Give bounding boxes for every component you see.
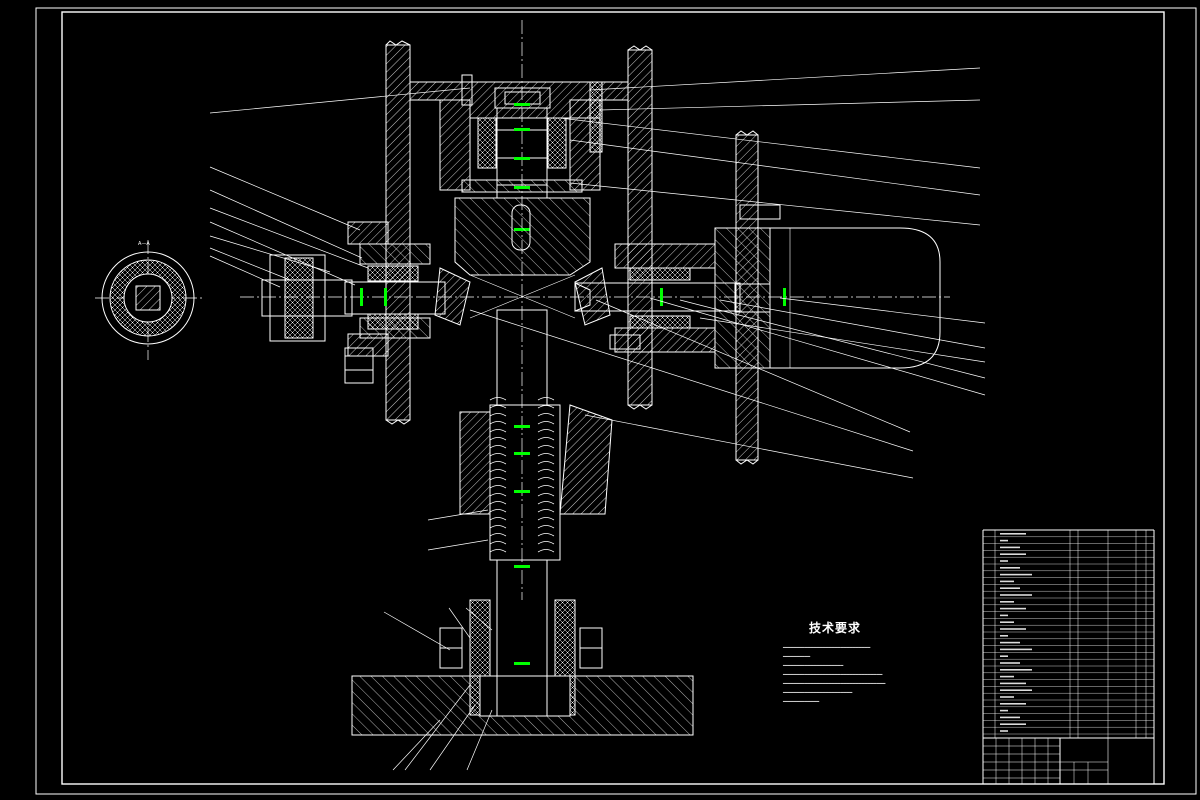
lower-column — [459, 309, 613, 561]
spring-coil — [489, 413, 555, 417]
spring-coil — [489, 461, 555, 465]
spring-coil — [489, 453, 555, 457]
spring-coil — [489, 445, 555, 449]
bom-entry-mark — [1000, 703, 1026, 705]
spring-coil — [489, 501, 555, 505]
spring-coil — [489, 397, 555, 401]
right-frame-plate — [627, 45, 653, 410]
bom-entry-mark — [1000, 662, 1020, 664]
spring-coil — [489, 429, 555, 433]
spring-coil — [489, 469, 555, 473]
bom-entry-mark — [1000, 594, 1032, 596]
bom-entry-mark — [1000, 621, 1014, 623]
spring-coil — [489, 437, 555, 441]
bom-entry-mark — [1000, 587, 1020, 589]
bom-entry-mark — [1000, 573, 1032, 576]
bom-entry-mark — [1000, 716, 1020, 719]
spring-coils — [489, 397, 555, 553]
left-frame-plate — [385, 40, 411, 425]
bom-entry-mark — [1000, 723, 1026, 725]
spring-coil — [489, 509, 555, 513]
bom-entry-mark — [1000, 607, 1026, 610]
leader-lines — [209, 67, 986, 771]
spring-coil — [489, 525, 555, 529]
base-assembly — [351, 559, 694, 736]
bom-entry-mark — [1000, 567, 1020, 569]
bom-entry-mark — [1000, 533, 1026, 535]
tech-line: ━━━━━━━━━━━━ — [783, 699, 820, 705]
spring-coil — [489, 549, 555, 553]
right-shaft-assembly — [574, 204, 941, 369]
spring-coil — [489, 533, 555, 537]
technical-requirements: 技术要求 ━━━━━━━━━━━━━━━━━━━━━━━━━━━━━ ━━━━━… — [783, 619, 973, 707]
bom-entry-mark — [1000, 709, 1008, 712]
tech-line: ━━━━━━━━━━━━━━━━━━━━━━━━━━━━━━━━━━ — [783, 681, 886, 687]
spring-coil — [489, 421, 555, 425]
bom-entry-mark — [1000, 682, 1026, 685]
bom-entry-mark — [1000, 655, 1008, 657]
tech-line: ━━━━━━━━━━━━━━━━━━━━ — [783, 663, 844, 669]
bom-entry-mark — [1000, 628, 1026, 630]
tech-line: ━━━━━━━━━━━━━━━━━━━━━━━━━━━━━━━━━ — [783, 672, 883, 678]
section-label: A—A — [138, 241, 150, 247]
spring-coil — [489, 477, 555, 481]
bom-entry-mark — [1000, 689, 1032, 691]
spring-coil — [489, 405, 555, 409]
bom-entry-mark — [1000, 560, 1008, 562]
bom-entry-mark — [1000, 669, 1032, 671]
section-view-a-a — [101, 251, 195, 345]
bom-entry-mark — [1000, 635, 1008, 637]
tech-line: ━━━━━━━━━━━━━━━━━━━━━━━ — [783, 690, 853, 696]
bom-entry-mark — [1000, 546, 1020, 549]
spring-coil — [489, 485, 555, 489]
tech-line: ━━━━━━━━━━━━━━━━━━━━━━━━━━━━━ — [783, 645, 871, 651]
bom-entry-mark — [1000, 580, 1014, 583]
bom-entry-mark — [1000, 553, 1026, 555]
left-shaft-assembly — [261, 221, 446, 384]
tech-requirements-title: 技术要求 — [809, 621, 862, 635]
bom-entry-mark — [1000, 730, 1008, 732]
bevel-gear-housing — [434, 197, 611, 326]
bom-entry-mark — [1000, 641, 1020, 644]
spring-coil — [489, 541, 555, 545]
top-housing — [409, 74, 629, 191]
bom-entry-mark — [1000, 601, 1014, 603]
tech-line: ━━━━━━━━━ — [783, 654, 811, 660]
sheet-border — [35, 7, 1197, 795]
bom-entry-mark — [1000, 539, 1008, 542]
bom-entry-mark — [1000, 675, 1014, 678]
bom-entry-mark — [1000, 614, 1008, 617]
bom-entry-mark — [1000, 696, 1014, 698]
title-block — [982, 529, 1155, 784]
bom-entry-mark — [1000, 648, 1032, 651]
spring-coil — [489, 493, 555, 497]
spring-coil — [489, 517, 555, 521]
